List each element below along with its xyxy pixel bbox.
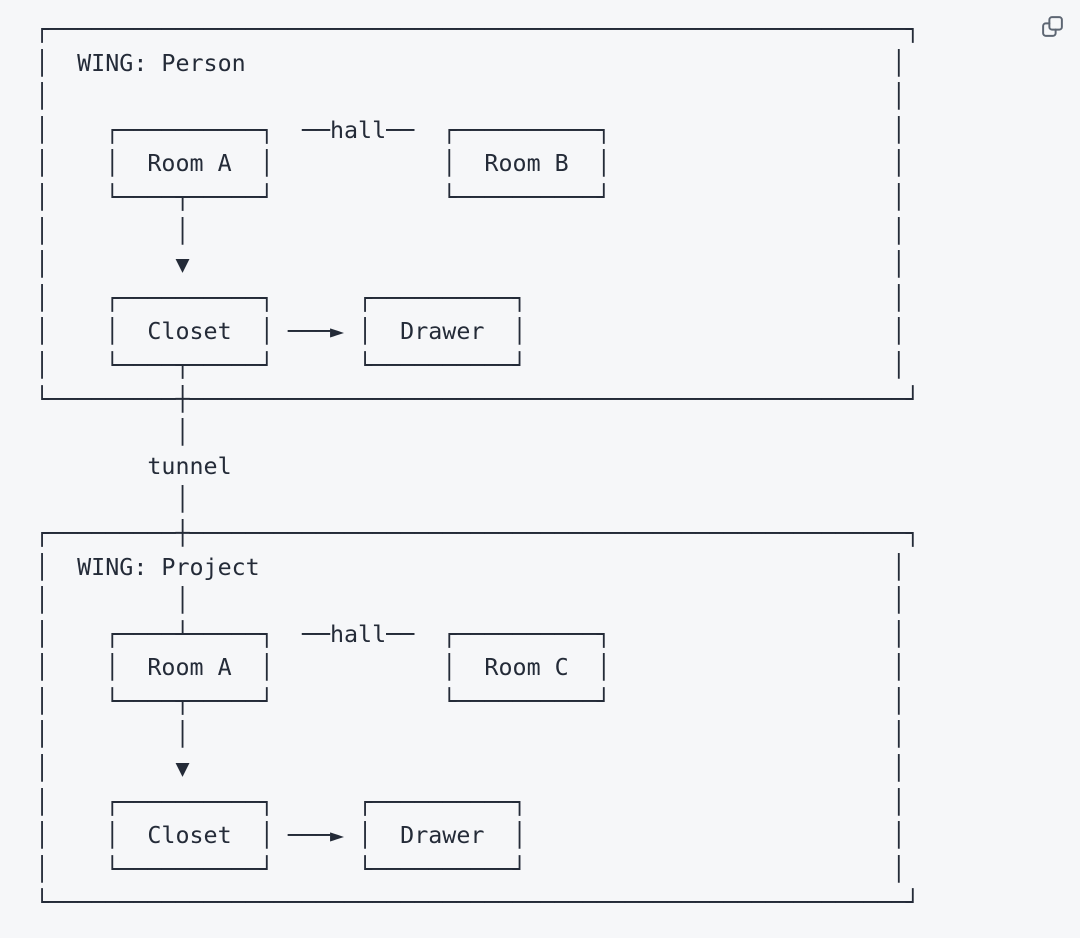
copy-icon [1041, 15, 1063, 37]
copy-button[interactable] [1035, 9, 1069, 43]
ascii-architecture-diagram: ┌───────────────────────────────────────… [35, 15, 920, 917]
